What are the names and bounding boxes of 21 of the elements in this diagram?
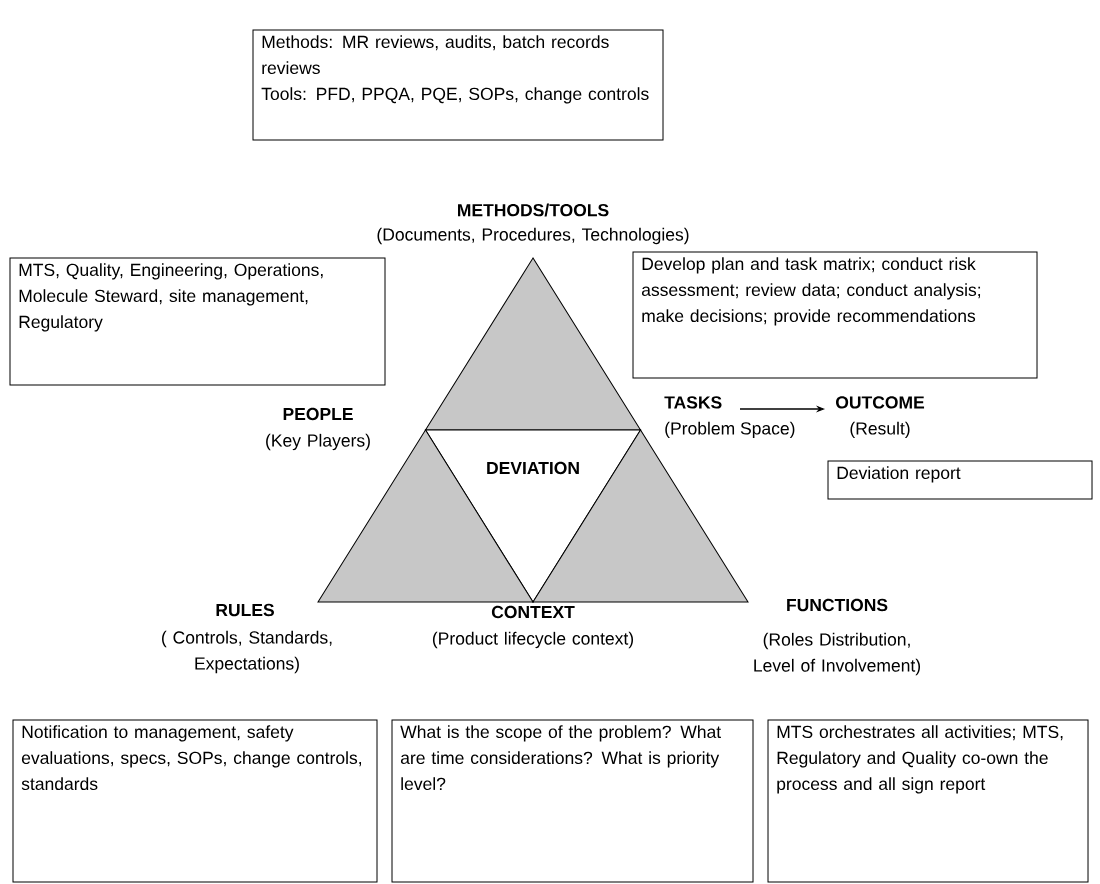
text-box: What is the scope of the problem? What are time considerations? What is priority level?: [391, 719, 754, 883]
subheading: ( Controls, Standards, Expectations): [162, 630, 332, 674]
text-box: MTS, Quality, Engineering, Operations, Molecule Steward, site management, Regulatory: [9, 257, 386, 386]
text-box: Notification to management, safety evaluations, specs, SOPs, change controls, standards: [12, 719, 378, 883]
heading: FUNCTIONS: [787, 598, 888, 612]
subheading: (Roles Distribution, Level of Involvement): [754, 632, 920, 676]
subheading: (Product lifecycle context): [432, 631, 634, 649]
text-label: OUTCOME (Result): [836, 396, 925, 439]
triangle: [425, 257, 641, 431]
text-box: Methods: MR reviews, audits, batch records reviews Tools: PFD, PPQA, PQE, SOPs, change controls: [252, 29, 664, 141]
subheading: (Key Players): [266, 433, 370, 451]
heading: METHODS/TOOLS: [458, 203, 609, 217]
subheading: (Documents, Procedures, Technologies): [377, 227, 689, 245]
heading: PEOPLE: [283, 407, 353, 421]
text-box: Deviation report: [827, 460, 1093, 500]
text-box: Develop plan and task matrix; conduct risk assessment; review data; conduct analysis; make decisions; provide recommendations: [632, 251, 1038, 379]
heading: CONTEXT: [491, 605, 575, 619]
text-label: TASKS (Problem Space): [664, 396, 795, 439]
triangle: DEVIATION: [425, 429, 641, 603]
heading: RULES: [216, 603, 274, 617]
text-box: MTS orchestrates all activities; MTS, Regulatory and Quality co-own the process and all sign report: [767, 719, 1089, 883]
